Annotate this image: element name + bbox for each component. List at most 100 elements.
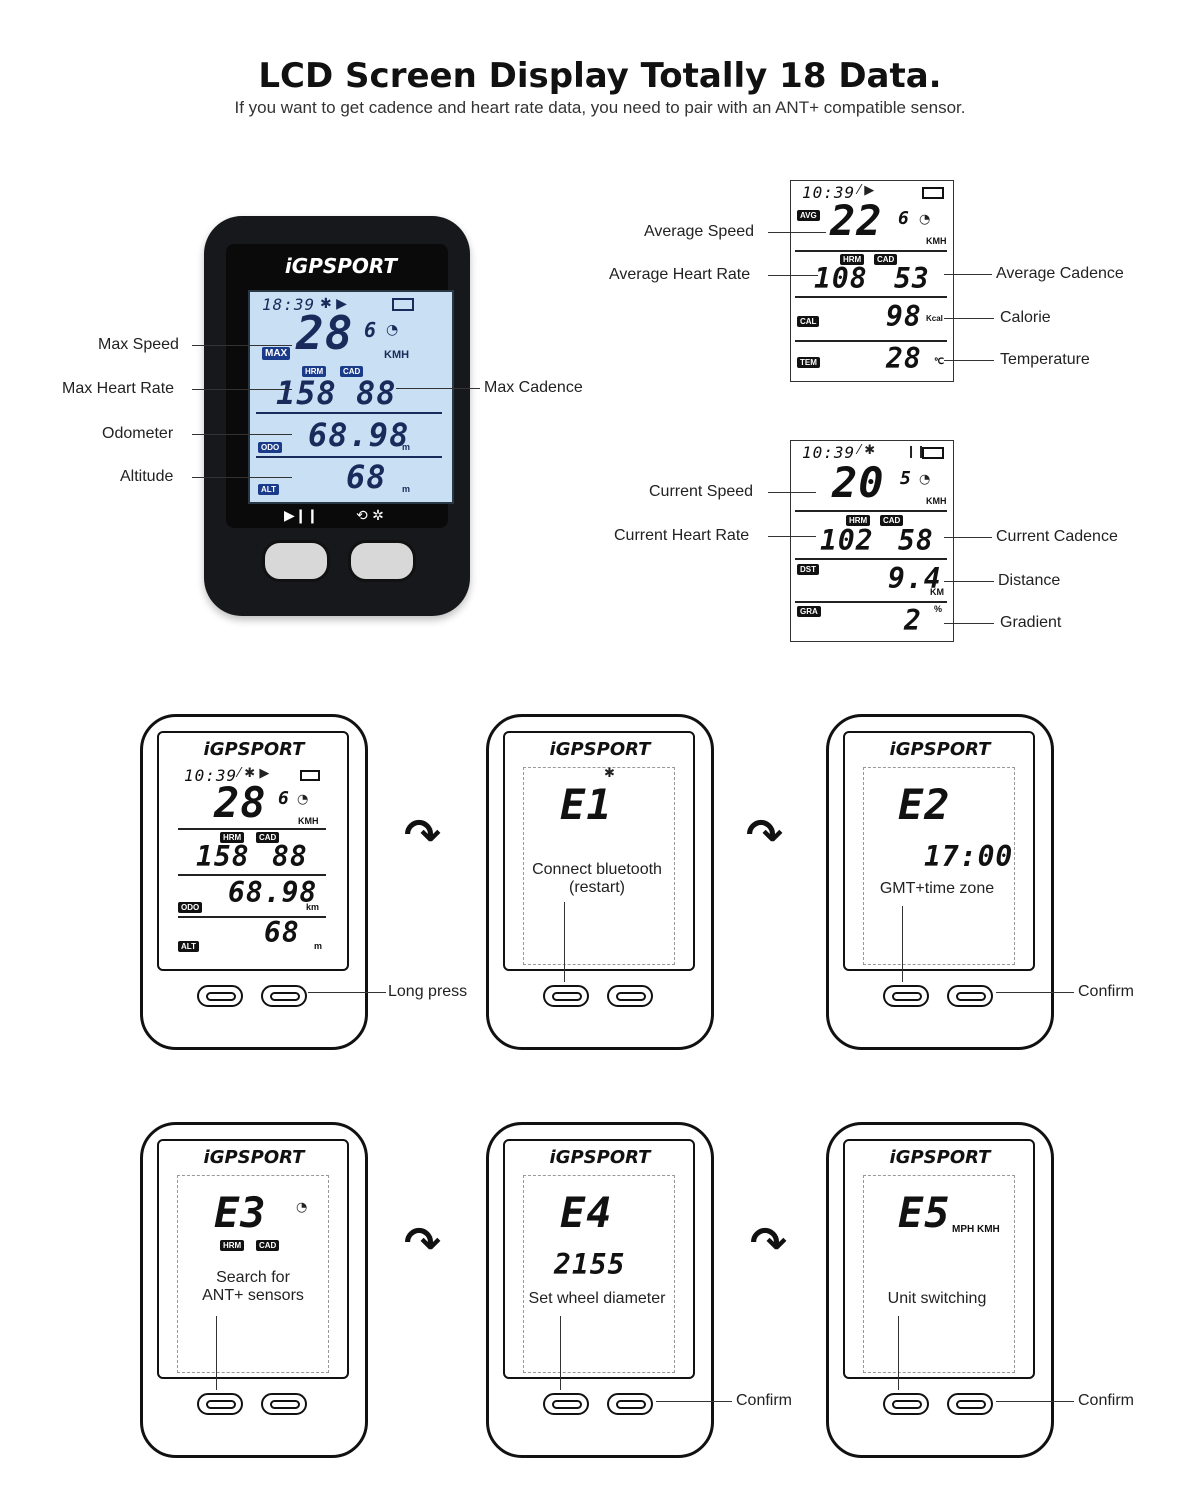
- label-max-speed: Max Speed: [98, 336, 179, 353]
- screen-time: 10:39: [802, 443, 856, 462]
- callout-long-press: Long press: [388, 983, 468, 1000]
- right-button[interactable]: [348, 540, 416, 582]
- average-speed-decimal: 6: [898, 208, 910, 229]
- right-button[interactable]: [607, 985, 653, 1007]
- speed-unit: KMH: [926, 236, 947, 246]
- odometer-unit: km: [306, 902, 320, 912]
- right-button[interactable]: [947, 985, 993, 1007]
- curved-arrow-icon: ↷: [404, 1218, 441, 1269]
- speed-value: 28: [214, 778, 267, 827]
- calorie-value: 98: [886, 300, 922, 333]
- device-screen: [177, 1175, 329, 1373]
- curved-arrow-icon: ↷: [746, 810, 783, 861]
- left-button[interactable]: [543, 985, 589, 1007]
- battery-icon: [922, 447, 944, 459]
- cycle-settings-icon: ⟲ ✲: [356, 508, 384, 524]
- leader-line: [944, 318, 994, 319]
- cad-tag: CAD: [256, 832, 280, 843]
- distance-unit: KM: [930, 587, 944, 597]
- current-heart-rate-value: 102: [820, 524, 874, 557]
- odo-tag: ODO: [258, 442, 283, 453]
- max-cadence-value: 88: [356, 374, 397, 412]
- battery-icon: [392, 298, 414, 311]
- label-calorie: Calorie: [1000, 309, 1051, 326]
- step-description: Connect bluetooth (restart): [532, 861, 662, 896]
- curved-arrow-icon: ↷: [404, 810, 441, 861]
- leader-line: [192, 345, 292, 346]
- left-button[interactable]: [262, 540, 330, 582]
- device-screen: [863, 1175, 1015, 1373]
- divider: [256, 412, 442, 414]
- left-button[interactable]: [197, 985, 243, 1007]
- screen-time: 10:39: [802, 183, 856, 202]
- hrm-tag: HRM: [220, 832, 245, 843]
- cad-tag: CAD: [256, 1240, 280, 1251]
- left-button[interactable]: [883, 985, 929, 1007]
- right-button[interactable]: [261, 1393, 307, 1415]
- gps-bluetooth-icon: ⁄ ✱: [858, 443, 876, 458]
- pause-icon: ❙❙: [906, 444, 927, 458]
- bluetooth-icon: ✱ ▶: [320, 296, 347, 312]
- label-average-heart-rate: Average Heart Rate: [609, 266, 751, 283]
- current-speed-value: 20: [832, 458, 885, 507]
- speed-dial-icon: ◔: [386, 322, 399, 338]
- divider: [795, 296, 947, 298]
- leader-line: [560, 1316, 561, 1390]
- leader-line: [902, 906, 903, 982]
- divider: [178, 916, 326, 918]
- time-zone-value: 17:00: [924, 840, 1014, 873]
- leader-line: [192, 389, 292, 390]
- leader-line: [944, 360, 994, 361]
- step-description: Unit switching: [887, 1290, 987, 1307]
- device-step-e4: iGPSPORT: [486, 1122, 714, 1458]
- device-step-normal: iGPSPORT: [140, 714, 368, 1050]
- leader-line: [996, 1401, 1074, 1402]
- step-description: Set wheel diameter: [528, 1290, 666, 1307]
- average-heart-rate-value: 108: [814, 262, 868, 295]
- right-button[interactable]: [607, 1393, 653, 1415]
- leader-line: [564, 902, 565, 982]
- divider: [795, 250, 947, 252]
- leader-line: [944, 623, 994, 624]
- right-button[interactable]: [947, 1393, 993, 1415]
- gradient-value: 2: [904, 604, 922, 637]
- callout-confirm: Confirm: [1078, 1392, 1135, 1409]
- speed-unit: KMH: [298, 816, 319, 826]
- leader-line: [944, 581, 994, 582]
- speed-dial-icon: ◔: [297, 792, 309, 807]
- average-speed-value: 22: [830, 196, 883, 245]
- device-step-e2: iGPSPORT: [826, 714, 1054, 1050]
- alt-tag: ALT: [258, 484, 279, 495]
- altitude-value: 68: [264, 916, 300, 949]
- battery-icon: [922, 187, 944, 199]
- odometer-value: 68.98: [228, 876, 318, 909]
- leader-line: [396, 388, 480, 389]
- altitude-unit: m: [314, 941, 323, 951]
- left-button[interactable]: [543, 1393, 589, 1415]
- device-lcd: [248, 290, 454, 504]
- brand-logo: iGPSPORT: [549, 1147, 651, 1168]
- error-code: E1: [560, 780, 613, 829]
- right-button[interactable]: [261, 985, 307, 1007]
- label-max-cadence: Max Cadence: [484, 379, 583, 396]
- temperature-unit: ℃: [934, 356, 945, 366]
- left-button[interactable]: [883, 1393, 929, 1415]
- page-title: LCD Screen Display Totally 18 Data.: [258, 56, 942, 96]
- odo-tag: ODO: [178, 902, 203, 913]
- gra-tag: GRA: [797, 606, 821, 617]
- step-description: GMT+time zone: [879, 880, 995, 897]
- tem-tag: TEM: [797, 357, 820, 368]
- odometer-value: 68.98: [308, 416, 410, 454]
- speed-dial-icon: ◔: [919, 472, 931, 487]
- leader-line: [216, 1316, 217, 1390]
- error-code: E2: [898, 780, 951, 829]
- error-code: E5: [898, 1188, 951, 1237]
- label-current-cadence: Current Cadence: [996, 528, 1118, 545]
- brand-logo: iGPSPORT: [203, 739, 305, 760]
- page-subtitle: If you want to get cadence and heart rat…: [234, 98, 966, 117]
- label-average-cadence: Average Cadence: [996, 265, 1124, 282]
- callout-confirm: Confirm: [736, 1392, 793, 1409]
- error-code: E3: [214, 1188, 267, 1237]
- cal-tag: CAL: [797, 316, 820, 327]
- left-button[interactable]: [197, 1393, 243, 1415]
